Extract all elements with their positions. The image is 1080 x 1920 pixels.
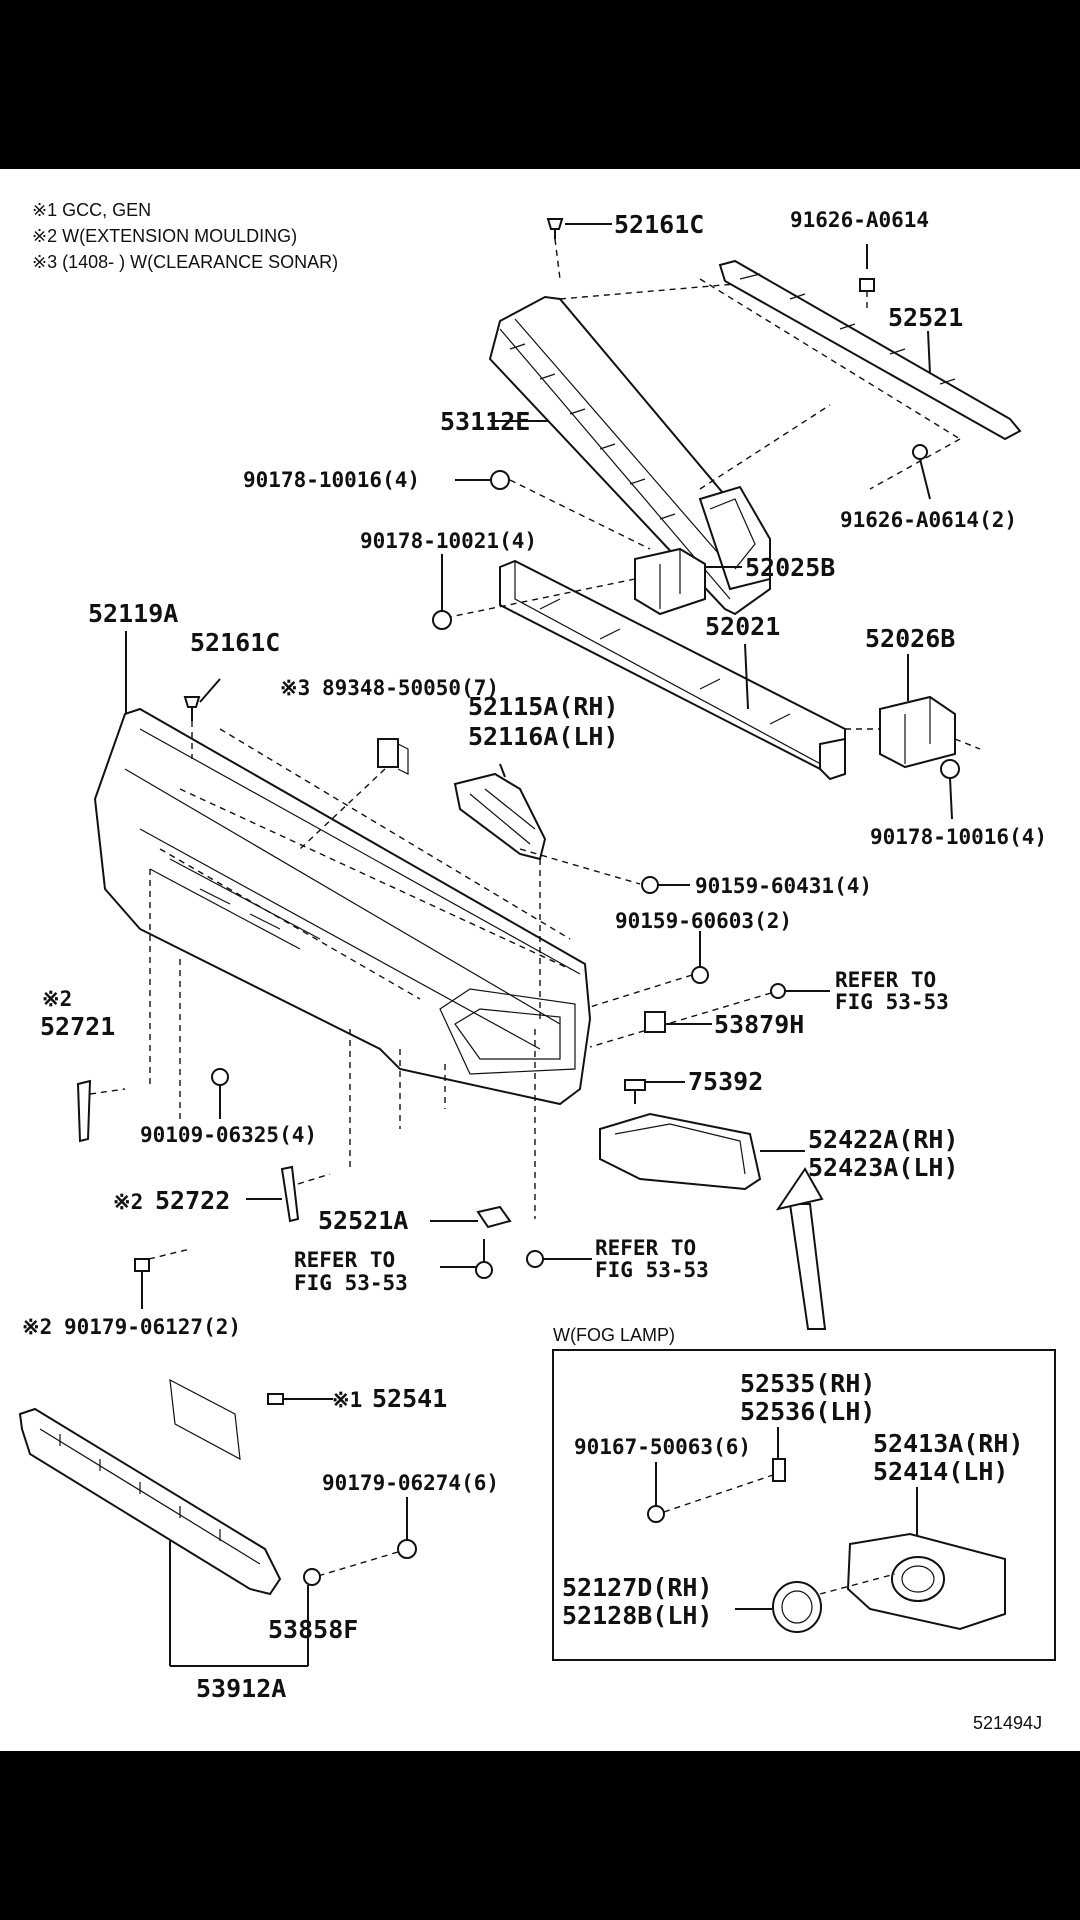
- parts-diagram-sheet: ※1 GCC, GEN ※2 W(EXTENSION MOULDING) ※3 …: [0, 169, 1080, 1751]
- mark-52721: ※2: [42, 987, 72, 1011]
- label-53879h: 53879H: [714, 1010, 804, 1039]
- lower-extension-53912a-shape: [18, 1407, 282, 1596]
- fog-ring-52127d-shape: [772, 1581, 822, 1633]
- label-52413a: 52413A(RH): [873, 1429, 1024, 1458]
- label-52414: 52414(LH): [873, 1457, 1008, 1486]
- bolt-90159-60603-shape: [589, 931, 709, 1008]
- fog-cover-52413a-shape: [819, 1532, 1006, 1631]
- label-52722: 52722: [155, 1186, 230, 1215]
- label-91626-a0614: 91626-A0614: [790, 208, 929, 232]
- refer-1-line-2: FIG 53-53: [835, 990, 949, 1014]
- refer-1-line-1: REFER TO: [835, 968, 936, 992]
- label-52127d: 52127D(RH): [562, 1573, 713, 1602]
- refer-2-line-2: FIG 53-53: [294, 1271, 408, 1295]
- label-90178-10016-a: 90178-10016(4): [243, 468, 420, 492]
- nut-90179-06274-shape: [317, 1497, 417, 1577]
- label-91626-a0614-2: 91626-A0614(2): [840, 508, 1017, 532]
- note-2: ※2 W(EXTENSION MOULDING): [32, 226, 297, 246]
- bolt-refer-2-shape: [440, 1239, 493, 1279]
- refer-2-line-1: REFER TO: [294, 1248, 395, 1272]
- foglamp-inset-box: [552, 1349, 1056, 1661]
- mark-90179-06127: ※2: [22, 1315, 52, 1339]
- label-53858f: 53858F: [268, 1615, 358, 1644]
- note-1: ※1 GCC, GEN: [32, 200, 151, 220]
- clip-75392-shape: [624, 1079, 685, 1104]
- label-90178-10016-b: 90178-10016(4): [870, 825, 1047, 849]
- label-90179-06127: 90179-06127(2): [64, 1315, 241, 1339]
- mark-89348: ※3: [280, 676, 310, 700]
- label-52025b: 52025B: [745, 553, 835, 582]
- grille-53112e-shape: [488, 280, 831, 616]
- reinforcement-52021-shape: [499, 559, 846, 781]
- label-52119a: 52119A: [88, 599, 178, 628]
- label-90109-06325: 90109-06325(4): [140, 1123, 317, 1147]
- nut-90178-10016-a-shape: [455, 470, 651, 550]
- screw-90167-shape: [647, 1462, 774, 1523]
- clip-52161c-top-shape: [546, 218, 612, 280]
- up-arrow-icon: [775, 1167, 827, 1330]
- label-52521: 52521: [888, 303, 963, 332]
- exploded-parts-diagram: ※1 GCC, GEN ※2 W(EXTENSION MOULDING) ※3 …: [18, 200, 1056, 1733]
- label-75392: 75392: [688, 1067, 763, 1096]
- illustration-number: 521494J: [973, 1713, 1042, 1733]
- label-52161c-top: 52161C: [614, 210, 704, 239]
- label-52423a: 52423A(LH): [808, 1153, 959, 1182]
- bumper-cover-52119a-shape: [93, 707, 592, 1219]
- label-52021: 52021: [705, 612, 780, 641]
- bolt-91626-top-shape: [859, 244, 875, 309]
- label-52115a: 52115A(RH): [468, 692, 619, 721]
- bracket-52026b-shape: [845, 654, 981, 769]
- moulding-52721-shape: [76, 1079, 126, 1143]
- mark-52541: ※1: [332, 1388, 362, 1412]
- screw-90109-shape: [211, 1068, 229, 1119]
- label-90159-60603: 90159-60603(2): [615, 909, 792, 933]
- refer-3-line-1: REFER TO: [595, 1236, 696, 1260]
- nut-90178-10021-shape: [432, 554, 452, 630]
- bracket-52535-shape: [772, 1458, 786, 1482]
- mark-52722: ※2: [113, 1190, 143, 1214]
- label-52161c: 52161C: [190, 628, 280, 657]
- label-53112e: 53112E: [440, 407, 530, 436]
- note-3: ※3 (1408- ) W(CLEARANCE SONAR): [32, 252, 338, 272]
- label-90179-06274: 90179-06274(6): [322, 1471, 499, 1495]
- bracket-52521-shape: [699, 259, 1022, 490]
- bolt-refer-3-shape: [526, 1250, 592, 1268]
- bolt-91626-bottom-shape: [912, 444, 931, 500]
- clip-52521a-shape: [430, 1205, 512, 1229]
- label-90159-60431: 90159-60431(4): [695, 874, 872, 898]
- moulding-52722-shape: [246, 1165, 331, 1223]
- label-52536: 52536(LH): [740, 1397, 875, 1426]
- nut-90178-10016-b-shape: [940, 759, 960, 820]
- fog-bracket-52115a-shape: [453, 763, 641, 1019]
- label-52128b: 52128B(LH): [562, 1601, 713, 1630]
- bolt-90159-60431-shape: [641, 876, 690, 894]
- retainer-53879h-shape: [644, 1011, 712, 1033]
- fog-lamp-52422a-shape: [599, 1112, 805, 1191]
- label-53912a: 53912A: [196, 1674, 286, 1703]
- plate-52541-shape: [169, 1378, 333, 1461]
- label-52422a: 52422A(RH): [808, 1125, 959, 1154]
- bracket-53912a-lines: [169, 1541, 309, 1667]
- foglamp-box-title: W(FOG LAMP): [553, 1325, 675, 1345]
- sonar-bracket-89348-shape: [299, 738, 409, 850]
- label-90167-50063: 90167-50063(6): [574, 1435, 751, 1459]
- label-52521a: 52521A: [318, 1206, 408, 1235]
- bracket-52025b-shape: [439, 547, 742, 620]
- refer-3-line-2: FIG 53-53: [595, 1258, 709, 1282]
- clip-53858f-shape: [303, 1568, 321, 1609]
- clip-90179-06127-shape: [134, 1248, 191, 1309]
- label-52721: 52721: [40, 1012, 115, 1041]
- label-52541: 52541: [372, 1384, 447, 1413]
- label-52535: 52535(RH): [740, 1369, 875, 1398]
- clip-52161c-shape: [183, 678, 221, 759]
- screw-refer-1-shape: [589, 983, 830, 1048]
- label-90178-10021: 90178-10021(4): [360, 529, 537, 553]
- label-52026b: 52026B: [865, 624, 955, 653]
- label-52116a: 52116A(LH): [468, 722, 619, 751]
- label-89348-50050: 89348-50050(7): [322, 676, 499, 700]
